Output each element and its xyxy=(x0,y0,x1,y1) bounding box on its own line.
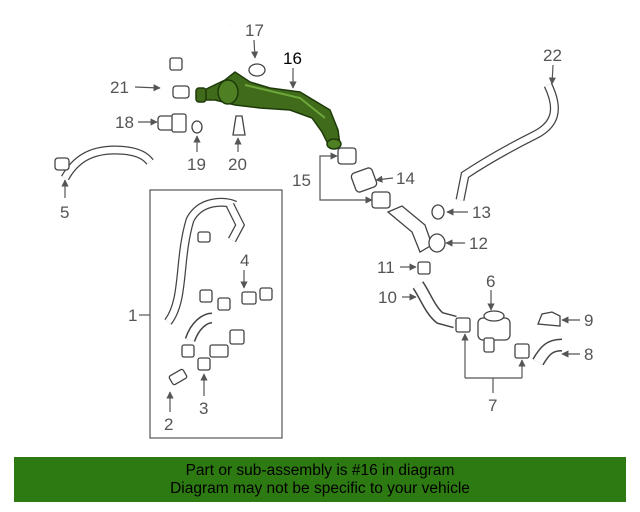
callout-9: 9 xyxy=(584,311,593,330)
callout-15: 15 xyxy=(292,171,311,190)
info-banner: Part or sub-assembly is #16 in diagram D… xyxy=(14,457,626,502)
sensor-part-18[interactable] xyxy=(157,113,187,133)
seal-part-19[interactable] xyxy=(191,120,203,134)
callout-18: 18 xyxy=(115,113,134,132)
coolant-pipe-part-16[interactable] xyxy=(195,71,342,150)
cap-part-9[interactable] xyxy=(537,311,561,327)
callout-11: 11 xyxy=(377,258,395,277)
hose-part-21[interactable] xyxy=(150,21,232,99)
callout-7: 7 xyxy=(488,396,497,415)
callout-20: 20 xyxy=(228,155,247,174)
valve-part-6[interactable] xyxy=(477,310,511,353)
parts-diagram: 21 17 16 18 19 20 5 22 14 15 13 12 11 10… xyxy=(54,21,593,439)
callout-22: 22 xyxy=(543,46,562,65)
callout-17: 17 xyxy=(245,21,264,40)
callout-6: 6 xyxy=(486,272,495,291)
leader-lines xyxy=(61,39,580,412)
clip-part-20[interactable] xyxy=(232,115,246,136)
pipe-part-22[interactable] xyxy=(455,83,559,201)
callout-3: 3 xyxy=(199,399,208,418)
callout-2: 2 xyxy=(164,415,173,434)
hose-part-8[interactable] xyxy=(532,338,563,366)
callout-12: 12 xyxy=(469,234,488,253)
o-ring-part-17[interactable] xyxy=(248,63,266,77)
callout-13: 13 xyxy=(472,203,491,222)
o-ring-part-13[interactable] xyxy=(431,204,445,220)
banner-line-1: Part or sub-assembly is #16 in diagram xyxy=(185,461,455,479)
callout-14: 14 xyxy=(396,169,415,188)
hose-part-5[interactable] xyxy=(54,145,154,181)
clamp-part-15-upper[interactable] xyxy=(337,147,357,165)
clamp-part-7-left[interactable] xyxy=(455,317,471,333)
callout-16: 16 xyxy=(283,49,302,68)
callout-5: 5 xyxy=(60,203,69,222)
callout-21: 21 xyxy=(110,78,129,97)
callout-4: 4 xyxy=(240,251,249,270)
banner-line-2: Diagram may not be specific to your vehi… xyxy=(170,479,470,497)
flange-part-12[interactable] xyxy=(386,205,446,253)
clamp-part-7-right[interactable] xyxy=(514,343,530,359)
clip-part-11[interactable] xyxy=(417,261,431,275)
callout-19: 19 xyxy=(187,155,206,174)
hose-part-14[interactable] xyxy=(350,167,378,193)
callout-10: 10 xyxy=(378,288,397,307)
callout-1: 1 xyxy=(128,306,137,325)
clamp-part-15-lower[interactable] xyxy=(371,191,391,209)
hose-part-10[interactable] xyxy=(412,281,457,329)
callout-8: 8 xyxy=(584,345,593,364)
